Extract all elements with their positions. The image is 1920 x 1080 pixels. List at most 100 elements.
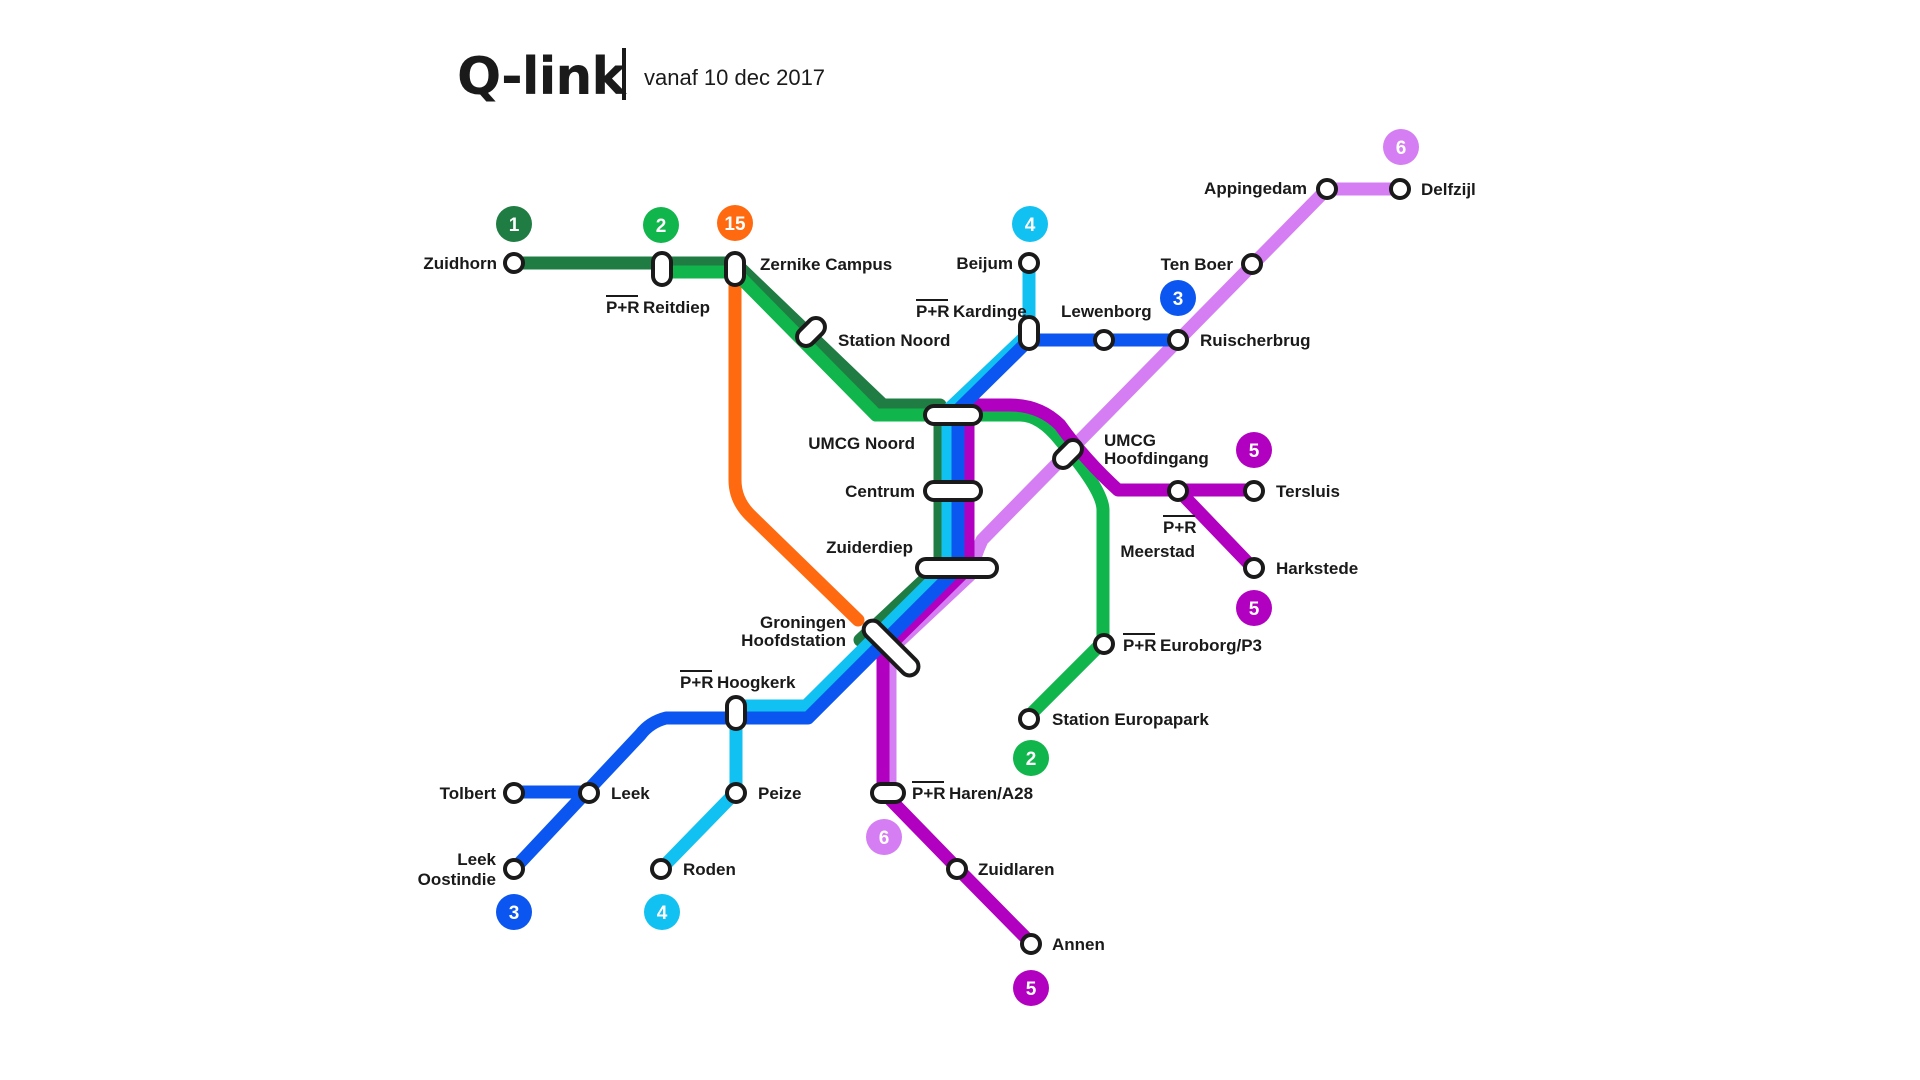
- station-stop-zernike-campus[interactable]: [724, 251, 746, 287]
- line-badge-1-top[interactable]: 1: [496, 206, 532, 242]
- stations: Zuidhorn P+R Reitdiep Zernike Campus Sta…: [418, 178, 1476, 955]
- station-stop-station-europapark[interactable]: [1018, 708, 1040, 730]
- svg-text:3: 3: [1173, 289, 1184, 310]
- station-label-hoofdstation-1: Groningen: [760, 613, 846, 632]
- svg-text:4: 4: [657, 903, 668, 924]
- station-label-reitdiep: Reitdiep: [643, 298, 710, 317]
- line-badge-2-bottom[interactable]: 2: [1013, 740, 1049, 776]
- station-label-delfzijl: Delfzijl: [1421, 180, 1476, 199]
- station-stop-tolbert[interactable]: [503, 782, 525, 804]
- line-badge-4-top[interactable]: 4: [1012, 206, 1048, 242]
- station-label-euroborg: Euroborg/P3: [1160, 636, 1262, 655]
- station-label-leek-oostindie-2: Oostindie: [418, 870, 496, 889]
- station-stop-haren[interactable]: [870, 782, 906, 804]
- station-stop-harkstede[interactable]: [1243, 557, 1265, 579]
- station-label-umcg-hoofdingang-2: Hoofdingang: [1104, 449, 1209, 468]
- station-stop-meerstad[interactable]: [1167, 480, 1189, 502]
- station-label-annen: Annen: [1052, 935, 1105, 954]
- station-label-appingedam: Appingedam: [1204, 179, 1307, 198]
- station-stop-peize[interactable]: [725, 782, 747, 804]
- svg-text:5: 5: [1026, 979, 1037, 1000]
- pr-label-reitdiep: P+R: [606, 298, 640, 317]
- station-stop-zuiderdiep[interactable]: [915, 557, 999, 579]
- line-badge-6-bottom[interactable]: 6: [866, 819, 902, 855]
- station-stop-beijum[interactable]: [1018, 252, 1040, 274]
- station-label-lewenborg: Lewenborg: [1061, 302, 1152, 321]
- svg-text:2: 2: [656, 216, 667, 237]
- station-label-roden: Roden: [683, 860, 736, 879]
- svg-text:15: 15: [724, 214, 746, 235]
- station-stop-kardinge[interactable]: [1018, 315, 1040, 351]
- line-badge-2-top[interactable]: 2: [643, 207, 679, 243]
- pr-label-euroborg: P+R: [1123, 636, 1157, 655]
- svg-text:2: 2: [1026, 749, 1037, 770]
- pr-label-meerstad: P+R: [1163, 518, 1197, 537]
- station-label-beijum: Beijum: [956, 254, 1013, 273]
- station-label-zernike-campus: Zernike Campus: [760, 255, 892, 274]
- line-badge-5-tersluis[interactable]: 5: [1236, 432, 1272, 468]
- station-label-hoogkerk: Hoogkerk: [717, 673, 796, 692]
- route-line-3[interactable]: [507, 333, 1185, 876]
- station-stop-reitdiep[interactable]: [651, 251, 673, 287]
- pr-label-kardinge: P+R: [916, 302, 950, 321]
- station-label-leek-oostindie-1: Leek: [457, 850, 496, 869]
- station-stop-leek-oostindie[interactable]: [503, 858, 525, 880]
- station-stop-roden[interactable]: [650, 858, 672, 880]
- station-stop-lewenborg[interactable]: [1093, 329, 1115, 351]
- line-badge-5-bottom[interactable]: 5: [1013, 970, 1049, 1006]
- line-badge-3-top[interactable]: 3: [1160, 280, 1196, 316]
- svg-text:1: 1: [509, 215, 520, 236]
- station-stop-umcg-hoofdingang[interactable]: [1050, 436, 1085, 471]
- station-stop-annen[interactable]: [1020, 933, 1042, 955]
- line-badge-3-bottom[interactable]: 3: [496, 894, 532, 930]
- station-stop-umcg-noord[interactable]: [923, 404, 983, 426]
- pr-label-hoogkerk: P+R: [680, 673, 714, 692]
- station-label-leek: Leek: [611, 784, 650, 803]
- svg-text:3: 3: [509, 903, 520, 924]
- station-label-harkstede: Harkstede: [1276, 559, 1358, 578]
- station-stop-station-noord[interactable]: [793, 314, 828, 349]
- station-label-zuidlaren: Zuidlaren: [978, 860, 1055, 879]
- svg-text:6: 6: [1396, 138, 1407, 159]
- station-stop-hoogkerk[interactable]: [725, 695, 747, 731]
- station-stop-euroborg[interactable]: [1093, 633, 1115, 655]
- route-line-15[interactable]: [728, 255, 865, 627]
- map-title: Q-link: [457, 47, 627, 107]
- station-label-station-europapark: Station Europapark: [1052, 710, 1209, 729]
- station-label-kardinge: Kardinge: [953, 302, 1027, 321]
- line-badge-5-harkstede[interactable]: 5: [1236, 590, 1272, 626]
- svg-text:6: 6: [879, 828, 890, 849]
- station-stop-centrum[interactable]: [923, 480, 983, 502]
- svg-text:4: 4: [1025, 215, 1036, 236]
- station-label-meerstad: Meerstad: [1120, 542, 1195, 561]
- station-label-umcg-noord: UMCG Noord: [808, 434, 915, 453]
- route-line-2[interactable]: [655, 265, 1110, 723]
- station-label-umcg-hoofdingang-1: UMCG: [1104, 431, 1156, 450]
- line-badges: 1 2 15 4 3 6 5 5: [496, 129, 1419, 1006]
- station-label-station-noord: Station Noord: [838, 331, 950, 350]
- station-label-ruischerbrug: Ruischerbrug: [1200, 331, 1311, 350]
- line-badge-6-top[interactable]: 6: [1383, 129, 1419, 165]
- station-stop-ruischerbrug[interactable]: [1167, 329, 1189, 351]
- svg-text:5: 5: [1249, 599, 1260, 620]
- station-label-zuidhorn: Zuidhorn: [423, 254, 497, 273]
- station-stop-tersluis[interactable]: [1243, 480, 1265, 502]
- line-badge-4-bottom[interactable]: 4: [644, 894, 680, 930]
- station-label-centrum: Centrum: [845, 482, 915, 501]
- svg-text:5: 5: [1249, 441, 1260, 462]
- title-divider: [622, 48, 626, 100]
- station-stop-appingedam[interactable]: [1316, 178, 1338, 200]
- station-stop-zuidhorn[interactable]: [503, 252, 525, 274]
- map-subtitle: vanaf 10 dec 2017: [644, 65, 825, 90]
- station-stop-groningen-hoofdstation[interactable]: [860, 617, 922, 679]
- station-stop-delfzijl[interactable]: [1389, 178, 1411, 200]
- station-stop-ten-boer[interactable]: [1241, 253, 1263, 275]
- station-label-tolbert: Tolbert: [440, 784, 497, 803]
- station-label-tersluis: Tersluis: [1276, 482, 1340, 501]
- line-badge-15-top[interactable]: 15: [717, 205, 753, 241]
- station-stop-leek[interactable]: [578, 782, 600, 804]
- header: Q-link vanaf 10 dec 2017: [457, 47, 825, 107]
- station-stop-zuidlaren[interactable]: [946, 858, 968, 880]
- station-label-ten-boer: Ten Boer: [1161, 255, 1234, 274]
